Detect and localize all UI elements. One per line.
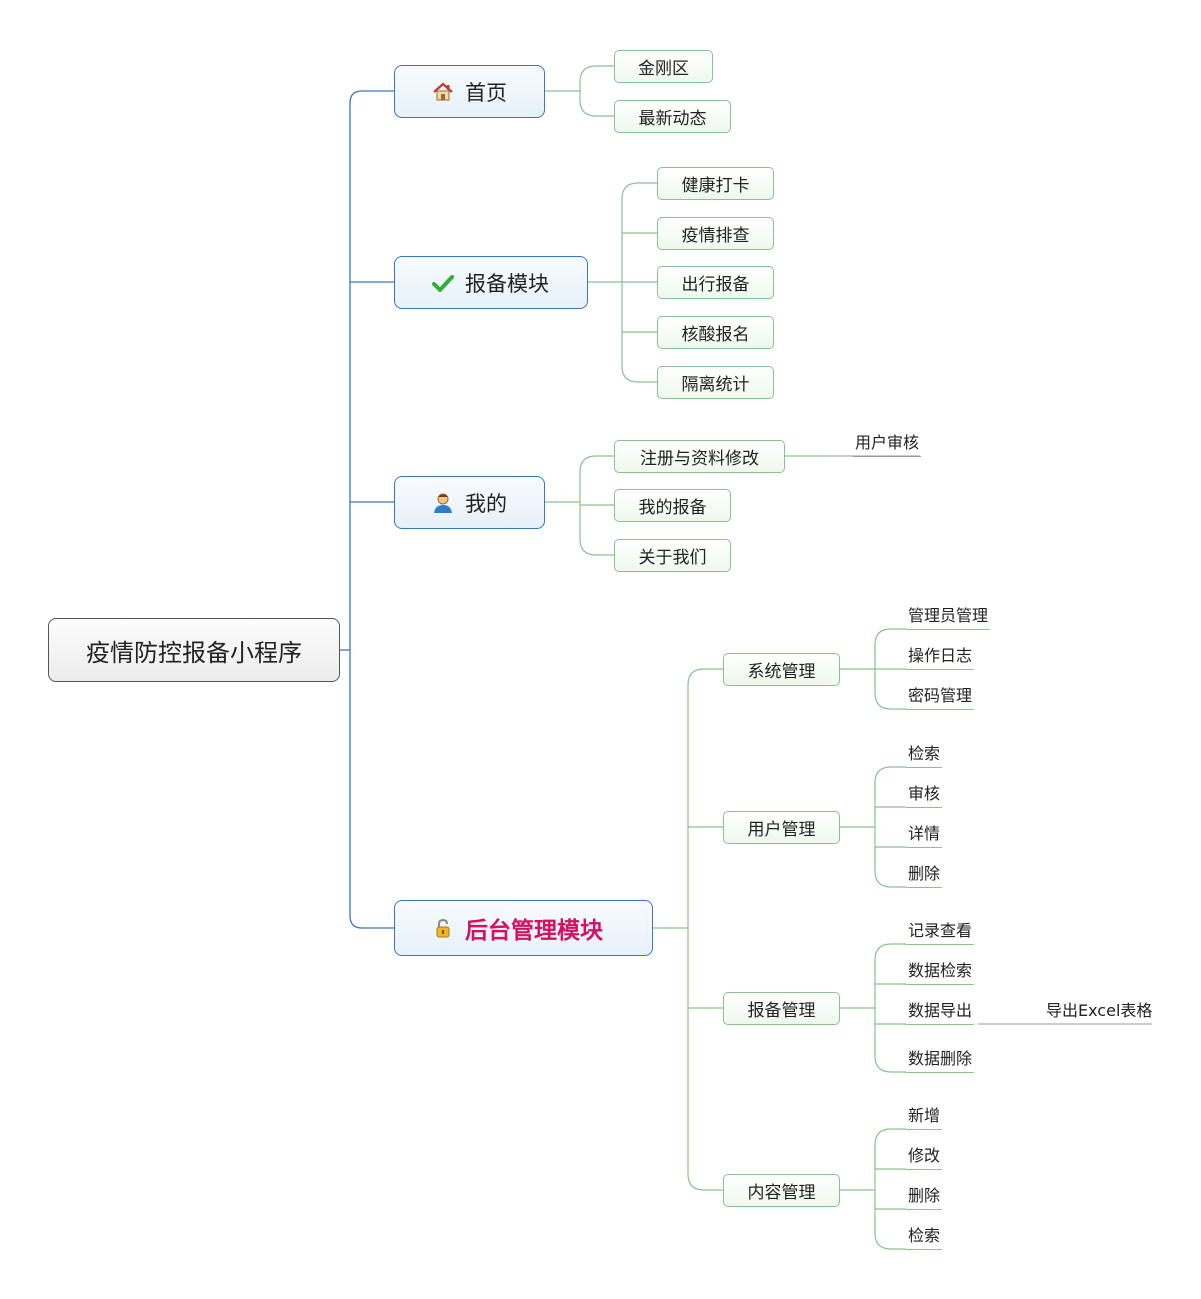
subtopic-report-5[interactable]: 隔离统计 <box>657 366 774 399</box>
leaf-export-excel[interactable]: 导出Excel表格 <box>1046 1001 1153 1020</box>
root-label: 疫情防控报备小程序 <box>86 638 302 667</box>
subtopic-mine-2[interactable]: 我的报备 <box>614 489 731 522</box>
leaf-data-export[interactable]: 数据导出 <box>906 1001 975 1025</box>
leaf-user-delete[interactable]: 删除 <box>906 864 943 888</box>
leaf-data-search[interactable]: 数据检索 <box>906 961 975 985</box>
leaf-user-audit[interactable]: 审核 <box>906 784 943 808</box>
subtopic-report-4[interactable]: 核酸报名 <box>657 316 774 349</box>
subtopic-label: 疫情排查 <box>681 226 750 246</box>
subtopic-label: 隔离统计 <box>681 375 750 395</box>
leaf-operation-log[interactable]: 操作日志 <box>906 646 975 670</box>
subtopic-report-2[interactable]: 疫情排查 <box>657 217 774 250</box>
topic-admin-module[interactable]: 后台管理模块 <box>394 900 653 956</box>
subtopic-user-management[interactable]: 用户管理 <box>723 811 840 844</box>
subtopic-report-3[interactable]: 出行报备 <box>657 266 774 299</box>
subtopic-mine-3[interactable]: 关于我们 <box>614 539 731 572</box>
leaf-content-search[interactable]: 检索 <box>906 1226 943 1250</box>
user-icon <box>431 491 455 515</box>
subtopic-system-management[interactable]: 系统管理 <box>723 653 840 686</box>
subtopic-content-management[interactable]: 内容管理 <box>723 1174 840 1207</box>
leaf-user-detail[interactable]: 详情 <box>906 824 943 848</box>
leaf-password-management[interactable]: 密码管理 <box>906 686 975 710</box>
subtopic-label: 最新动态 <box>638 109 707 129</box>
leaf-user-search[interactable]: 检索 <box>906 744 943 768</box>
subtopic-home-2[interactable]: 最新动态 <box>614 100 731 133</box>
topic-mine[interactable]: 我的 <box>394 476 545 529</box>
subtopic-report-management[interactable]: 报备管理 <box>723 992 840 1025</box>
leaf-record-view[interactable]: 记录查看 <box>906 921 975 945</box>
topic-mine-label: 我的 <box>465 491 507 516</box>
topic-home[interactable]: 首页 <box>394 65 545 118</box>
topic-admin-label: 后台管理模块 <box>465 918 603 944</box>
topic-report-module[interactable]: 报备模块 <box>394 256 588 309</box>
subtopic-label: 报备管理 <box>747 1001 816 1021</box>
leaf-data-delete[interactable]: 数据删除 <box>906 1049 975 1073</box>
lock-icon <box>431 916 455 940</box>
subtopic-label: 用户管理 <box>747 820 816 840</box>
subtopic-label: 内容管理 <box>747 1183 816 1203</box>
subtopic-mine-1[interactable]: 注册与资料修改 <box>614 440 785 473</box>
leaf-user-review[interactable]: 用户审核 <box>853 433 922 457</box>
subtopic-report-1[interactable]: 健康打卡 <box>657 167 774 200</box>
house-icon <box>431 80 455 104</box>
subtopic-label: 健康打卡 <box>681 176 750 196</box>
subtopic-label: 我的报备 <box>638 498 707 518</box>
leaf-content-add[interactable]: 新增 <box>906 1106 943 1130</box>
topic-home-label: 首页 <box>465 80 507 105</box>
subtopic-home-1[interactable]: 金刚区 <box>614 50 713 83</box>
leaf-content-edit[interactable]: 修改 <box>906 1146 943 1170</box>
subtopic-label: 出行报备 <box>681 275 750 295</box>
subtopic-label: 系统管理 <box>747 662 816 682</box>
topic-report-label: 报备模块 <box>465 271 549 296</box>
subtopic-label: 金刚区 <box>638 59 689 79</box>
leaf-content-delete[interactable]: 删除 <box>906 1186 943 1210</box>
subtopic-label: 关于我们 <box>638 548 707 568</box>
subtopic-label: 注册与资料修改 <box>640 449 759 469</box>
checkmark-icon <box>431 271 455 295</box>
root-topic[interactable]: 疫情防控报备小程序 <box>48 618 340 682</box>
leaf-admin-management[interactable]: 管理员管理 <box>906 606 991 630</box>
subtopic-label: 核酸报名 <box>681 325 750 345</box>
